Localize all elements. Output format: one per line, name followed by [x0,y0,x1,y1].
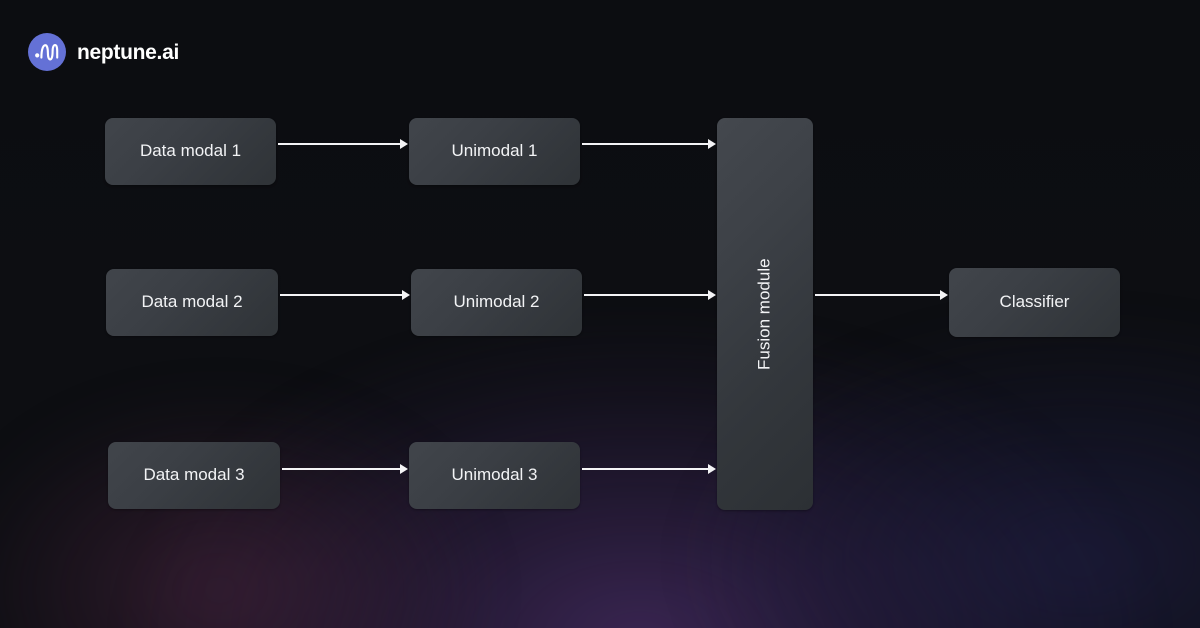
neptune-waveform-icon [28,33,66,71]
arrow-line [582,143,709,145]
node-data-modal-2[interactable]: Data modal 2 [106,269,278,336]
node-fusion-module[interactable]: Fusion module [717,118,813,510]
arrow-unimodal-1-to-fusion-module [582,137,716,151]
arrow-unimodal-3-to-fusion-module [582,462,716,476]
brand-logo: neptune.ai [28,33,179,71]
node-label-data-modal-2: Data modal 2 [141,292,243,312]
brand-name: neptune.ai [77,40,180,64]
node-label-data-modal-3: Data modal 3 [143,465,245,485]
node-classifier[interactable]: Classifier [949,268,1120,337]
arrow-head-icon [940,290,948,300]
arrow-head-icon [708,290,716,300]
arrow-line [278,143,401,145]
node-label-unimodal-1: Unimodal 1 [451,141,538,161]
arrow-line [280,294,403,296]
arrow-fusion-module-to-classifier [815,288,948,302]
node-unimodal-2[interactable]: Unimodal 2 [411,269,582,336]
arrow-data-modal-1-to-unimodal-1 [278,137,408,151]
arrow-data-modal-2-to-unimodal-2 [280,288,410,302]
arrow-head-icon [708,464,716,474]
arrow-line [582,468,709,470]
arrow-line [282,468,401,470]
arrow-line [815,294,941,296]
node-data-modal-3[interactable]: Data modal 3 [108,442,280,509]
arrow-line [584,294,709,296]
arrow-head-icon [708,139,716,149]
node-label-fusion-module: Fusion module [754,258,774,370]
node-label-data-modal-1: Data modal 1 [139,141,242,161]
node-label-classifier: Classifier [999,292,1070,312]
arrow-unimodal-2-to-fusion-module [584,288,716,302]
arrow-head-icon [400,464,408,474]
arrow-data-modal-3-to-unimodal-3 [282,462,408,476]
node-unimodal-1[interactable]: Unimodal 1 [409,118,580,185]
arrow-head-icon [400,139,408,149]
node-unimodal-3[interactable]: Unimodal 3 [409,442,580,509]
node-label-unimodal-2: Unimodal 2 [453,292,540,312]
node-data-modal-1[interactable]: Data modal 1 [105,118,276,185]
node-label-unimodal-3: Unimodal 3 [451,465,538,485]
arrow-head-icon [402,290,410,300]
